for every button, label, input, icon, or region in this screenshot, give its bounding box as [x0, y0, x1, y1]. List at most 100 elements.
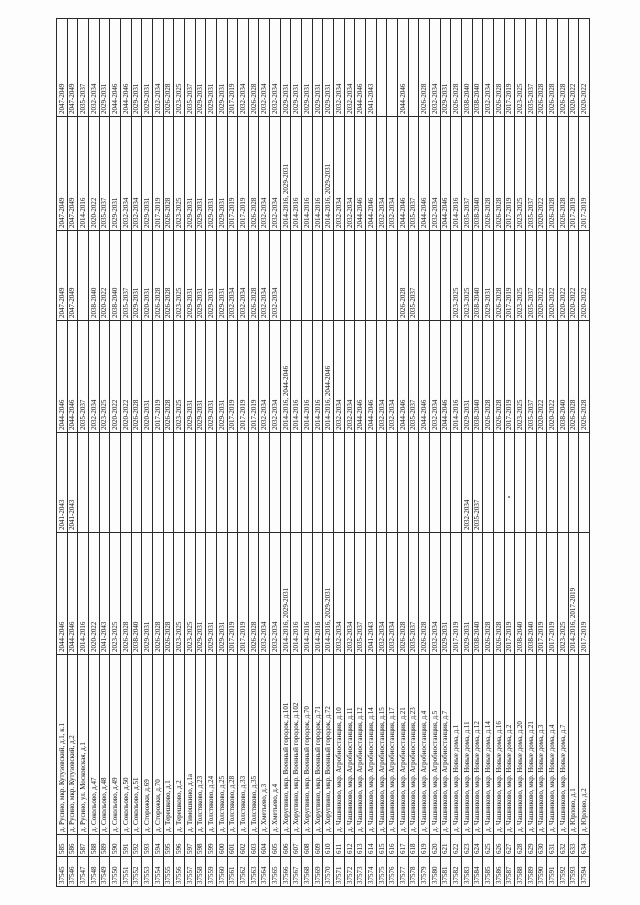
cell-address: д. Чашниково, мкр. Агробиостанция, д.5	[429, 654, 441, 835]
cell-period-5: 2014-2016	[312, 116, 323, 231]
cell-period-2	[88, 432, 100, 533]
cell-address: д. Юрлово, д.2	[578, 654, 590, 835]
cell-period-2	[365, 432, 377, 533]
cell-period-3: 2014-2016	[290, 320, 302, 433]
cell-address: д. Толстяково, д.35	[248, 654, 259, 835]
cell-period-1: 2035-2037	[408, 532, 419, 655]
cell-item-number: 601	[227, 834, 238, 857]
cell-period-2	[120, 432, 132, 533]
cell-record-id: 37570	[322, 856, 334, 887]
cell-period-4: 2026-2028	[248, 230, 259, 321]
cell-period-1: 2014-2016, 2029-2031	[280, 532, 291, 655]
cell-period-3: 2014-2016	[301, 320, 313, 433]
cell-period-6: 2038-2040	[461, 18, 473, 117]
cell-period-4: 2035-2037	[408, 230, 419, 321]
cell-address: д. Толстяково, д.28	[227, 654, 238, 835]
cell-period-1: 2032-2034	[376, 532, 387, 655]
cell-period-4: 2029-2031	[216, 230, 227, 321]
cell-period-5: 2029-2031	[216, 116, 227, 231]
cell-period-2	[312, 432, 323, 533]
cell-period-1: 2044-2046	[67, 532, 78, 655]
cell-item-number: 611	[333, 834, 345, 857]
cell-record-id: 37567	[290, 856, 302, 887]
cell-address: д. Юрлово, д.1	[568, 654, 579, 835]
cell-period-6: 2026-2028	[493, 18, 505, 117]
cell-period-4: 2023-2025	[514, 230, 526, 321]
cell-period-5: 2047-2049	[67, 116, 78, 231]
cell-item-number: 608	[301, 834, 313, 857]
cell-address: д. Чашниково, мкр. Новые дома, д.7	[557, 654, 568, 835]
cell-period-3: 2026-2028	[131, 320, 142, 433]
cell-period-1: 2026-2028	[152, 532, 164, 655]
cell-record-id: 37557	[184, 856, 196, 887]
cell-period-1: 2026-2028	[482, 532, 494, 655]
cell-record-id: 37583	[461, 856, 473, 887]
cell-period-5: 2029-2031	[195, 116, 206, 231]
cell-record-id: 37565	[269, 856, 281, 887]
cell-address: д. Чашниково, мкр. Агробиостанция, д.12	[354, 654, 366, 835]
cell-period-6: 2026-2028	[248, 18, 259, 117]
cell-period-4: 2035-2037	[525, 230, 537, 321]
cell-period-1: 2014-2016, 2017-2019	[568, 532, 579, 655]
cell-period-2	[237, 432, 249, 533]
cell-period-3: 2029-2031	[195, 320, 206, 433]
cell-address: д. Чашниково, мкр. Агробиостанция, д.15	[376, 654, 387, 835]
cell-record-id: 37560	[216, 856, 227, 887]
cell-period-5: 2029-2031	[205, 116, 217, 231]
cell-period-1: 2035-2037	[354, 532, 366, 655]
cell-period-6: 2041-2043	[365, 18, 377, 117]
cell-period-2	[184, 432, 196, 533]
cell-period-5: 2032-2034	[269, 116, 281, 231]
cell-address: д. Хметьево, д.3	[258, 654, 270, 835]
cell-period-1: 2014-2016	[77, 532, 89, 655]
cell-period-3: 2017-2019	[227, 320, 238, 433]
cell-period-1: 2023-2025	[184, 532, 196, 655]
cell-period-6: 2026-2028	[546, 18, 558, 117]
cell-item-number: 597	[184, 834, 196, 857]
cell-address: д. Сокольово, д.51	[131, 654, 142, 835]
cell-period-1: 2038-2040	[525, 532, 537, 655]
cell-period-3: 2014-2016	[312, 320, 323, 433]
cell-item-number: 585	[56, 834, 68, 857]
cell-period-3: 2026-2028	[568, 320, 579, 433]
cell-item-number: 616	[386, 834, 398, 857]
cell-period-4	[333, 230, 345, 321]
cell-item-number: 629	[525, 834, 537, 857]
cell-period-3: 2017-2019	[248, 320, 259, 433]
cell-period-2	[280, 432, 291, 533]
cell-period-6: 2029-2031	[131, 18, 142, 117]
cell-period-5: 2017-2019	[568, 116, 579, 231]
cell-period-5: 2026-2028	[163, 116, 174, 231]
cell-period-5: 2035-2037	[99, 116, 110, 231]
cell-period-2	[525, 432, 537, 533]
cell-period-2	[568, 432, 579, 533]
cell-period-1: 2017-2019	[237, 532, 249, 655]
cell-address: д. Сокольово, д.50	[120, 654, 132, 835]
cell-period-4: 2038-2040	[109, 230, 121, 321]
cell-period-6	[408, 18, 419, 117]
cell-period-4: 2032-2034	[227, 230, 238, 321]
cell-record-id: 37556	[173, 856, 185, 887]
cell-address: д. Хоругвино, мкр. Военный городок, д.10…	[290, 654, 302, 835]
cell-period-5: 2026-2028	[557, 116, 568, 231]
cell-period-3: 2032-2034	[429, 320, 441, 433]
cell-item-number: 600	[216, 834, 227, 857]
cell-record-id: 37591	[546, 856, 558, 887]
cell-period-3: 2020-2022	[109, 320, 121, 433]
cell-period-1: 2029-2031	[205, 532, 217, 655]
cell-item-number: 624	[472, 834, 483, 857]
cell-item-number: 598	[195, 834, 206, 857]
cell-address: д. Хметьево, д.4	[269, 654, 281, 835]
cell-period-5: 2014-2016, 2029-2031	[280, 116, 291, 231]
